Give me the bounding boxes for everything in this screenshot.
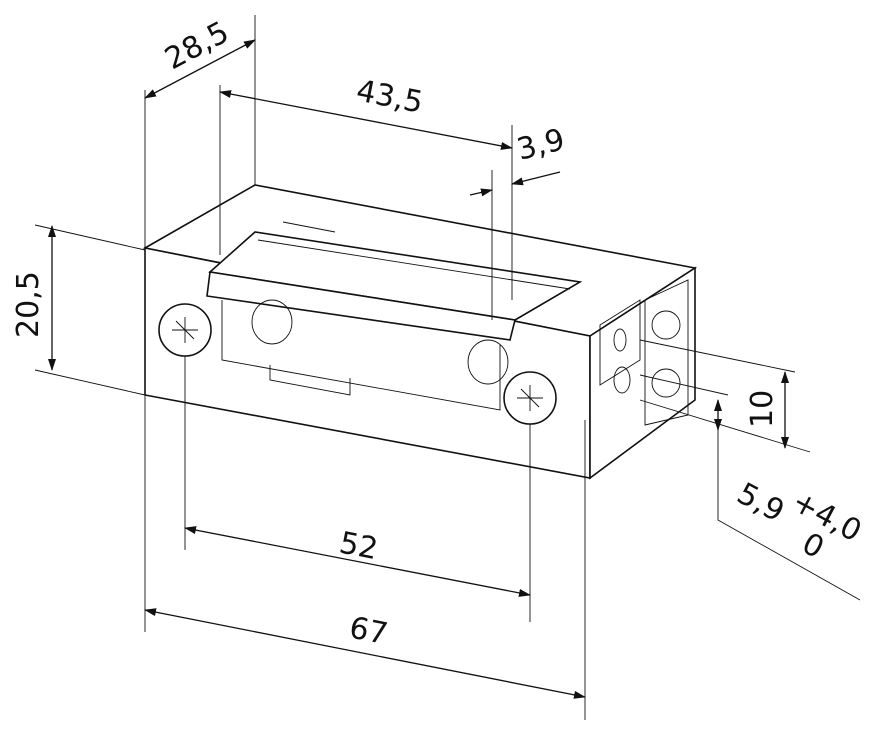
dim-terminal-spacing: 10 (745, 390, 780, 428)
dim-latch-offset: 3,9 (513, 122, 568, 168)
dim-height: 20,5 (11, 271, 46, 338)
dim-screw-spacing: 52 (336, 525, 380, 567)
dimension-lines (48, 39, 789, 699)
dim-latch-length: 43,5 (353, 73, 425, 120)
mounting-screw-right (503, 371, 557, 425)
terminal-screw-icon (651, 310, 681, 340)
dim-adjust-minus: 0 (796, 526, 829, 566)
dim-overall-length: 67 (346, 610, 390, 652)
dim-adjust-base: 5,9 (731, 476, 790, 529)
strike-body (142, 184, 698, 480)
dim-depth: 28,5 (159, 15, 234, 77)
terminal-screw-icon (651, 368, 681, 398)
mounting-screw-left (158, 303, 212, 357)
